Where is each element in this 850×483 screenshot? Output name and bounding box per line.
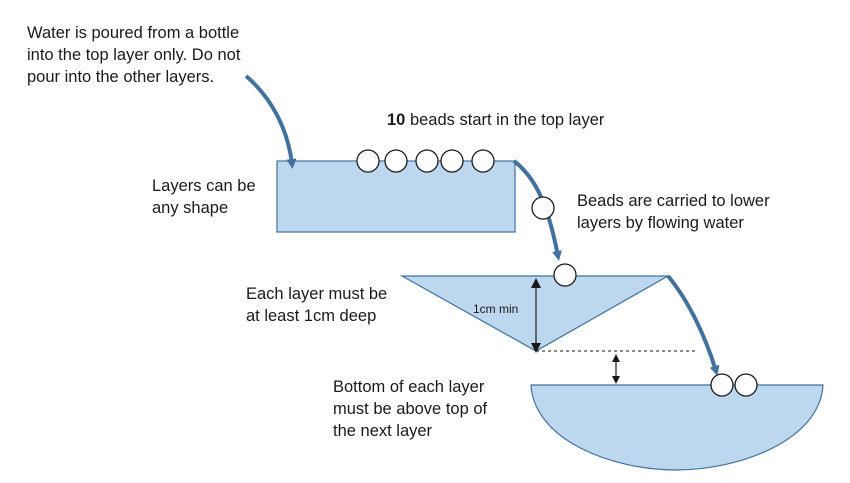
bottom-layer [530,384,824,471]
flow-arrow-middle [666,274,720,376]
bead [356,149,380,173]
beads-start-text: beads start in the top layer [405,111,605,129]
depth-marker [531,278,541,353]
beads-carried-label: Beads are carried to lower layers by flo… [577,192,770,232]
bead-count: 10 [387,111,406,129]
top-layer [276,160,516,233]
middle-layer [399,275,671,352]
beads-start-label: 10 beads start in the top layer [387,109,604,131]
middle-bead [553,263,577,287]
layers-shape-label: Layers can be any shape [152,177,256,217]
bead [384,149,408,173]
depth-marker-label: 1cm min [473,302,519,316]
pour-arrow [244,74,297,169]
gap-marker [536,350,696,384]
bottom-bead [710,373,734,397]
bead [415,149,439,173]
bottom-above-label: Bottom of each layer must be above top o… [333,378,488,440]
bottom-bead [734,373,758,397]
bead [471,149,495,173]
top-beads [356,149,495,173]
falling-bead [531,196,555,220]
bead [440,149,464,173]
pour-instruction-label: Water is poured from a bottle into the t… [27,24,241,86]
flow-arrow-top [512,159,562,261]
layer-depth-label: Each layer must be at least 1cm deep [246,285,388,325]
